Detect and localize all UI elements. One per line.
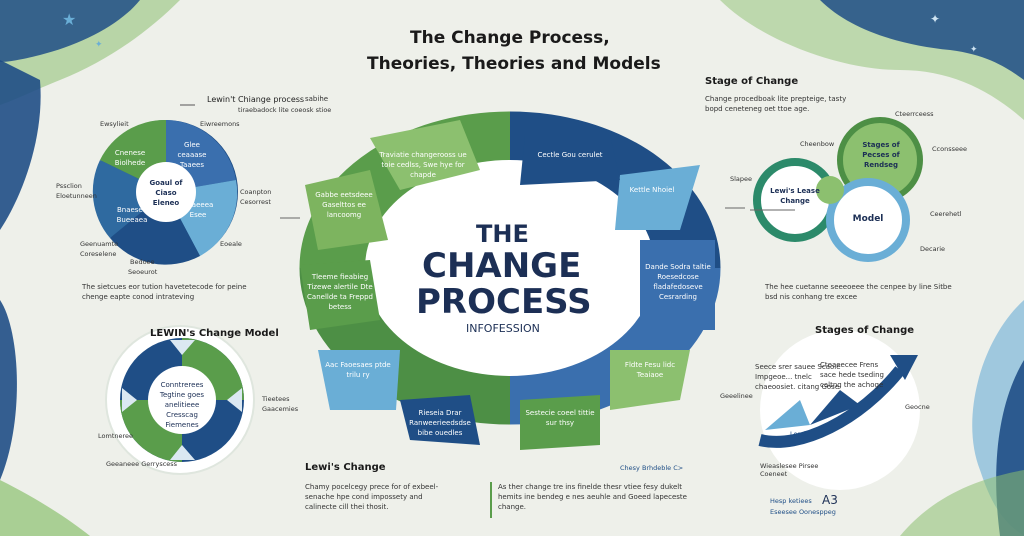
pie-segment-label: Cnenese Biolhede (114, 149, 146, 167)
model-label: Gaacemies (262, 405, 299, 413)
ring-segment-label: Fldte Fesu lidc Teaiaoe (624, 361, 676, 379)
model-segment-label: anelitieee (164, 401, 200, 409)
pie-label: Eoeale (220, 240, 242, 248)
model-label: Geeaneee Gerryscess (106, 460, 178, 468)
left-top-heading: Lewin't Chiange process (207, 95, 305, 104)
pie-label: Bedoee (130, 258, 155, 266)
pie-label: Eloetunneen (56, 192, 97, 200)
model-segment-label: Tegtine goes (159, 391, 205, 399)
pie-label: Coreselene (80, 250, 117, 258)
bottom-right-text: As ther change tre ins finelde thesr vti… (498, 483, 687, 511)
circle-label: Cconsseee (932, 145, 967, 153)
page-title-line2: Theories, Theories and Models (367, 54, 661, 74)
footer-title: Hesp ketiees (770, 497, 812, 505)
circle-label-right: Stages of Pecses of Rendseg (862, 141, 900, 169)
circle-label: Cheenbow (800, 140, 835, 148)
pie-label: Eiwreemons (200, 120, 240, 128)
pie-label: Ewsylieit (100, 120, 129, 128)
center-title-change: CHANGE (422, 246, 582, 286)
arrow-label: Lereh (790, 430, 809, 438)
circle-label: Ceerehetl (930, 210, 962, 218)
circle-label: Decarie (920, 245, 946, 253)
footer-code: A3 (822, 493, 838, 507)
right-bottom-heading: Stages of Change (815, 325, 915, 336)
center-title-process: PROCESS (416, 282, 592, 322)
ring-segment-label: Dande Sodra taltie Roesedcose fladafedos… (645, 263, 711, 301)
circle-label: Slapee (730, 175, 753, 183)
model-label: Tieetees (262, 395, 290, 403)
pie-label: Geenuamte (80, 240, 119, 248)
footer-sub: Eseesee Oonesppeg (770, 508, 836, 516)
model-segment-label: Fiemenes (165, 421, 199, 429)
ring-segment-label: Traviatie changerooss ue toie cedlss, Sw… (379, 151, 467, 179)
circle-label-bottom: Model (852, 214, 884, 224)
right-bottom-desc: Seece srer sauee Scaole Impgeoe... tnelc… (755, 363, 841, 391)
left-top-caption: The sietcues eor tution havetetecode for… (82, 283, 247, 301)
right-top-caption: The hee cuetanne seeeoeee the cenpee by … (765, 283, 952, 301)
left-bottom-heading: LEWIN's Change Model (150, 328, 279, 339)
pie-label: Seoeurot (128, 268, 158, 276)
model-segment-label: Conntrerees (160, 381, 204, 389)
ring-segment-label: Tleeme fieabieg Tizewe alertile Dte Cane… (307, 273, 373, 311)
center-title-the: THE (476, 220, 529, 248)
ring-segment-label: Kettle Nhoiel (629, 186, 675, 194)
ring-segment-label: Cectle Gou cerulet (537, 151, 603, 159)
model-label: Lomtneree (98, 432, 134, 440)
left-top-desc: tiraebadock lite coeosk stioe (238, 106, 332, 114)
star-icon: ✦ (970, 45, 978, 55)
star-icon: ★ (62, 10, 77, 29)
left-top-center-label: Goaul of Ciaso Eleneo (149, 179, 183, 207)
right-bottom-note: Cteaeecee Frens sace hede tseding caltng… (820, 361, 885, 389)
left-top-heading-rest: sabihe (305, 95, 329, 103)
pie-segment-label: Boaeeea Esee (182, 201, 214, 219)
ring-segment-label: Sestecie coeel tittie sur thsy (525, 409, 595, 427)
model-segment-label: Cresscag (166, 411, 198, 419)
divider (490, 482, 492, 518)
arrow-label: Wieaslesee Pirsee Coeneet (760, 462, 819, 478)
arrow-label: Geeelinee (720, 392, 753, 400)
pie-segment-label: Bnaesea Bueeaea (116, 206, 148, 224)
star-icon: ✦ (95, 40, 103, 50)
ring-segment-label: Rieseia Drar Ranweerieedsdse bibe ouedle… (409, 409, 471, 437)
bottom-right-heading: Chesy Brhdeble C> (620, 464, 684, 472)
circle-label-left: Lewi's Lease Change (770, 187, 820, 205)
bottom-left-text: Chamy pocelcegy prece for of exbeel- sen… (305, 483, 439, 511)
pie-segment-label: Glee ceaaase Taaees (177, 141, 207, 169)
pie-label: Cesorrest (240, 198, 271, 206)
bottom-left-heading: Lewi's Change (305, 462, 386, 473)
pie-label: Coanpton (240, 188, 272, 196)
right-top-desc: Change procedboak lite prepteige, tasty … (705, 95, 847, 113)
pie-label: Pssclion (56, 182, 82, 190)
page-title-line1: The Change Process, (410, 28, 610, 48)
ring-segment-label: Gabbe eetsdeee Gaselttos ee lancoomg (315, 191, 373, 219)
circle-label: Cteerrceess (895, 110, 934, 118)
star-icon: ✦ (930, 12, 941, 26)
right-top-heading: Stage of Change (705, 76, 799, 87)
center-subtitle: INFOFESSION (466, 322, 540, 335)
arrow-label: Geocne (905, 403, 930, 411)
ring-segment-label: Aac Faoesaes ptde trilu ry (325, 361, 391, 379)
